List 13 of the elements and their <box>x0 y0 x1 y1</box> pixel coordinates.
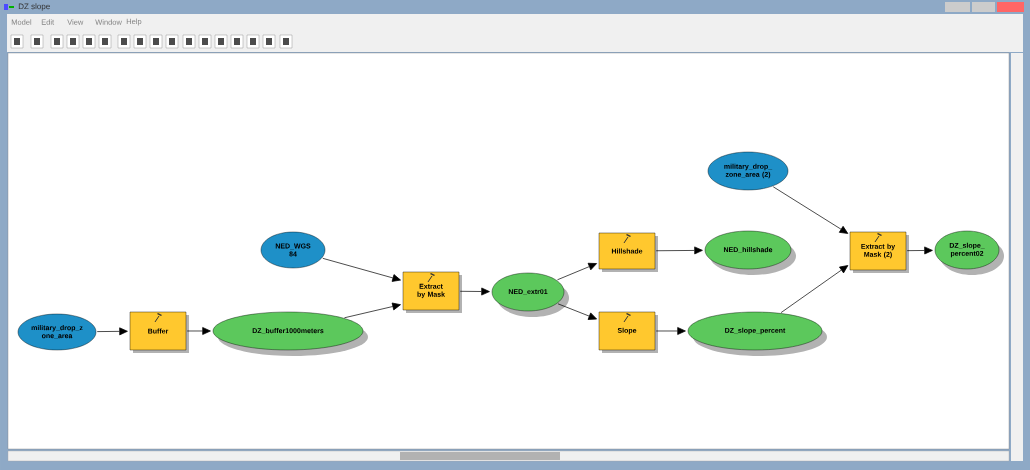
arrow <box>557 262 597 281</box>
arrow <box>655 327 686 335</box>
arrow <box>655 246 703 255</box>
arrow <box>186 327 211 335</box>
arrow <box>96 327 128 336</box>
arrow <box>772 186 849 234</box>
arrow <box>459 287 490 296</box>
diagram-title: DZ slope <box>18 3 50 11</box>
arrow <box>322 258 401 282</box>
arrow <box>780 265 849 313</box>
arrow <box>344 302 401 319</box>
arrow <box>557 303 597 320</box>
arrow <box>906 246 933 255</box>
